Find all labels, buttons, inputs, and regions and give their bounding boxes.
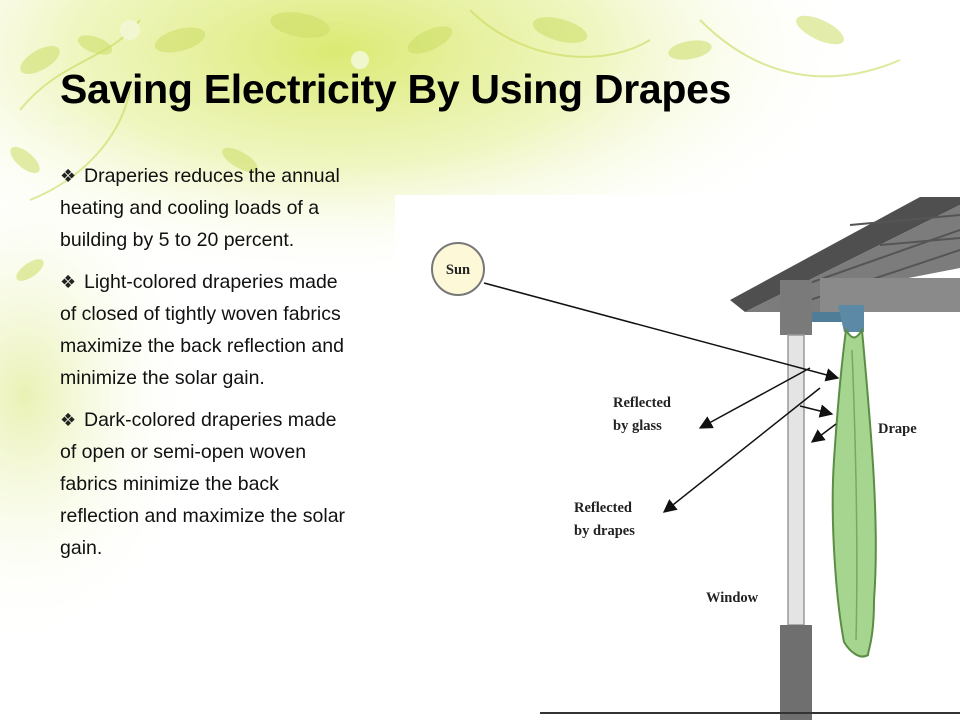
diamond-bullet-icon: ❖ — [60, 410, 77, 430]
list-item: ❖Draperies reduces the annual heating an… — [60, 160, 356, 256]
page-title: Saving Electricity By Using Drapes — [60, 66, 732, 112]
diamond-bullet-icon: ❖ — [60, 272, 77, 292]
drape-reflection-arrow — [662, 387, 821, 513]
reflected-glass-label-line1: Reflected — [613, 395, 671, 411]
reflected-drapes-label-line1: Reflected — [574, 500, 632, 516]
drape-rod — [812, 305, 864, 332]
sun-ray-arrow — [483, 282, 840, 382]
drape-bounce-arrow — [810, 423, 837, 443]
bullet-text: Dark-colored draperies made of open or s… — [60, 409, 346, 559]
reflected-glass-label-line2: by glass — [613, 418, 662, 434]
glass-reflection-arrow — [698, 367, 811, 429]
reflected-drapes-label-line2: by drapes — [574, 523, 635, 539]
sun-label: Sun — [446, 262, 470, 278]
sun — [431, 242, 485, 296]
diamond-bullet-icon: ❖ — [60, 166, 77, 186]
transmitted-ray-arrow — [799, 404, 834, 418]
window-label: Window — [706, 590, 759, 606]
wall — [540, 280, 960, 720]
list-item: ❖Light-colored draperies made of closed … — [60, 266, 356, 394]
bullet-text: Draperies reduces the annual heating and… — [60, 165, 340, 251]
bullet-list: ❖Draperies reduces the annual heating an… — [60, 160, 356, 574]
drape — [831, 326, 877, 658]
bullet-text: Light-colored draperies made of closed o… — [60, 271, 344, 389]
list-item: ❖Dark-colored draperies made of open or … — [60, 404, 356, 564]
drape-label: Drape — [878, 421, 917, 437]
